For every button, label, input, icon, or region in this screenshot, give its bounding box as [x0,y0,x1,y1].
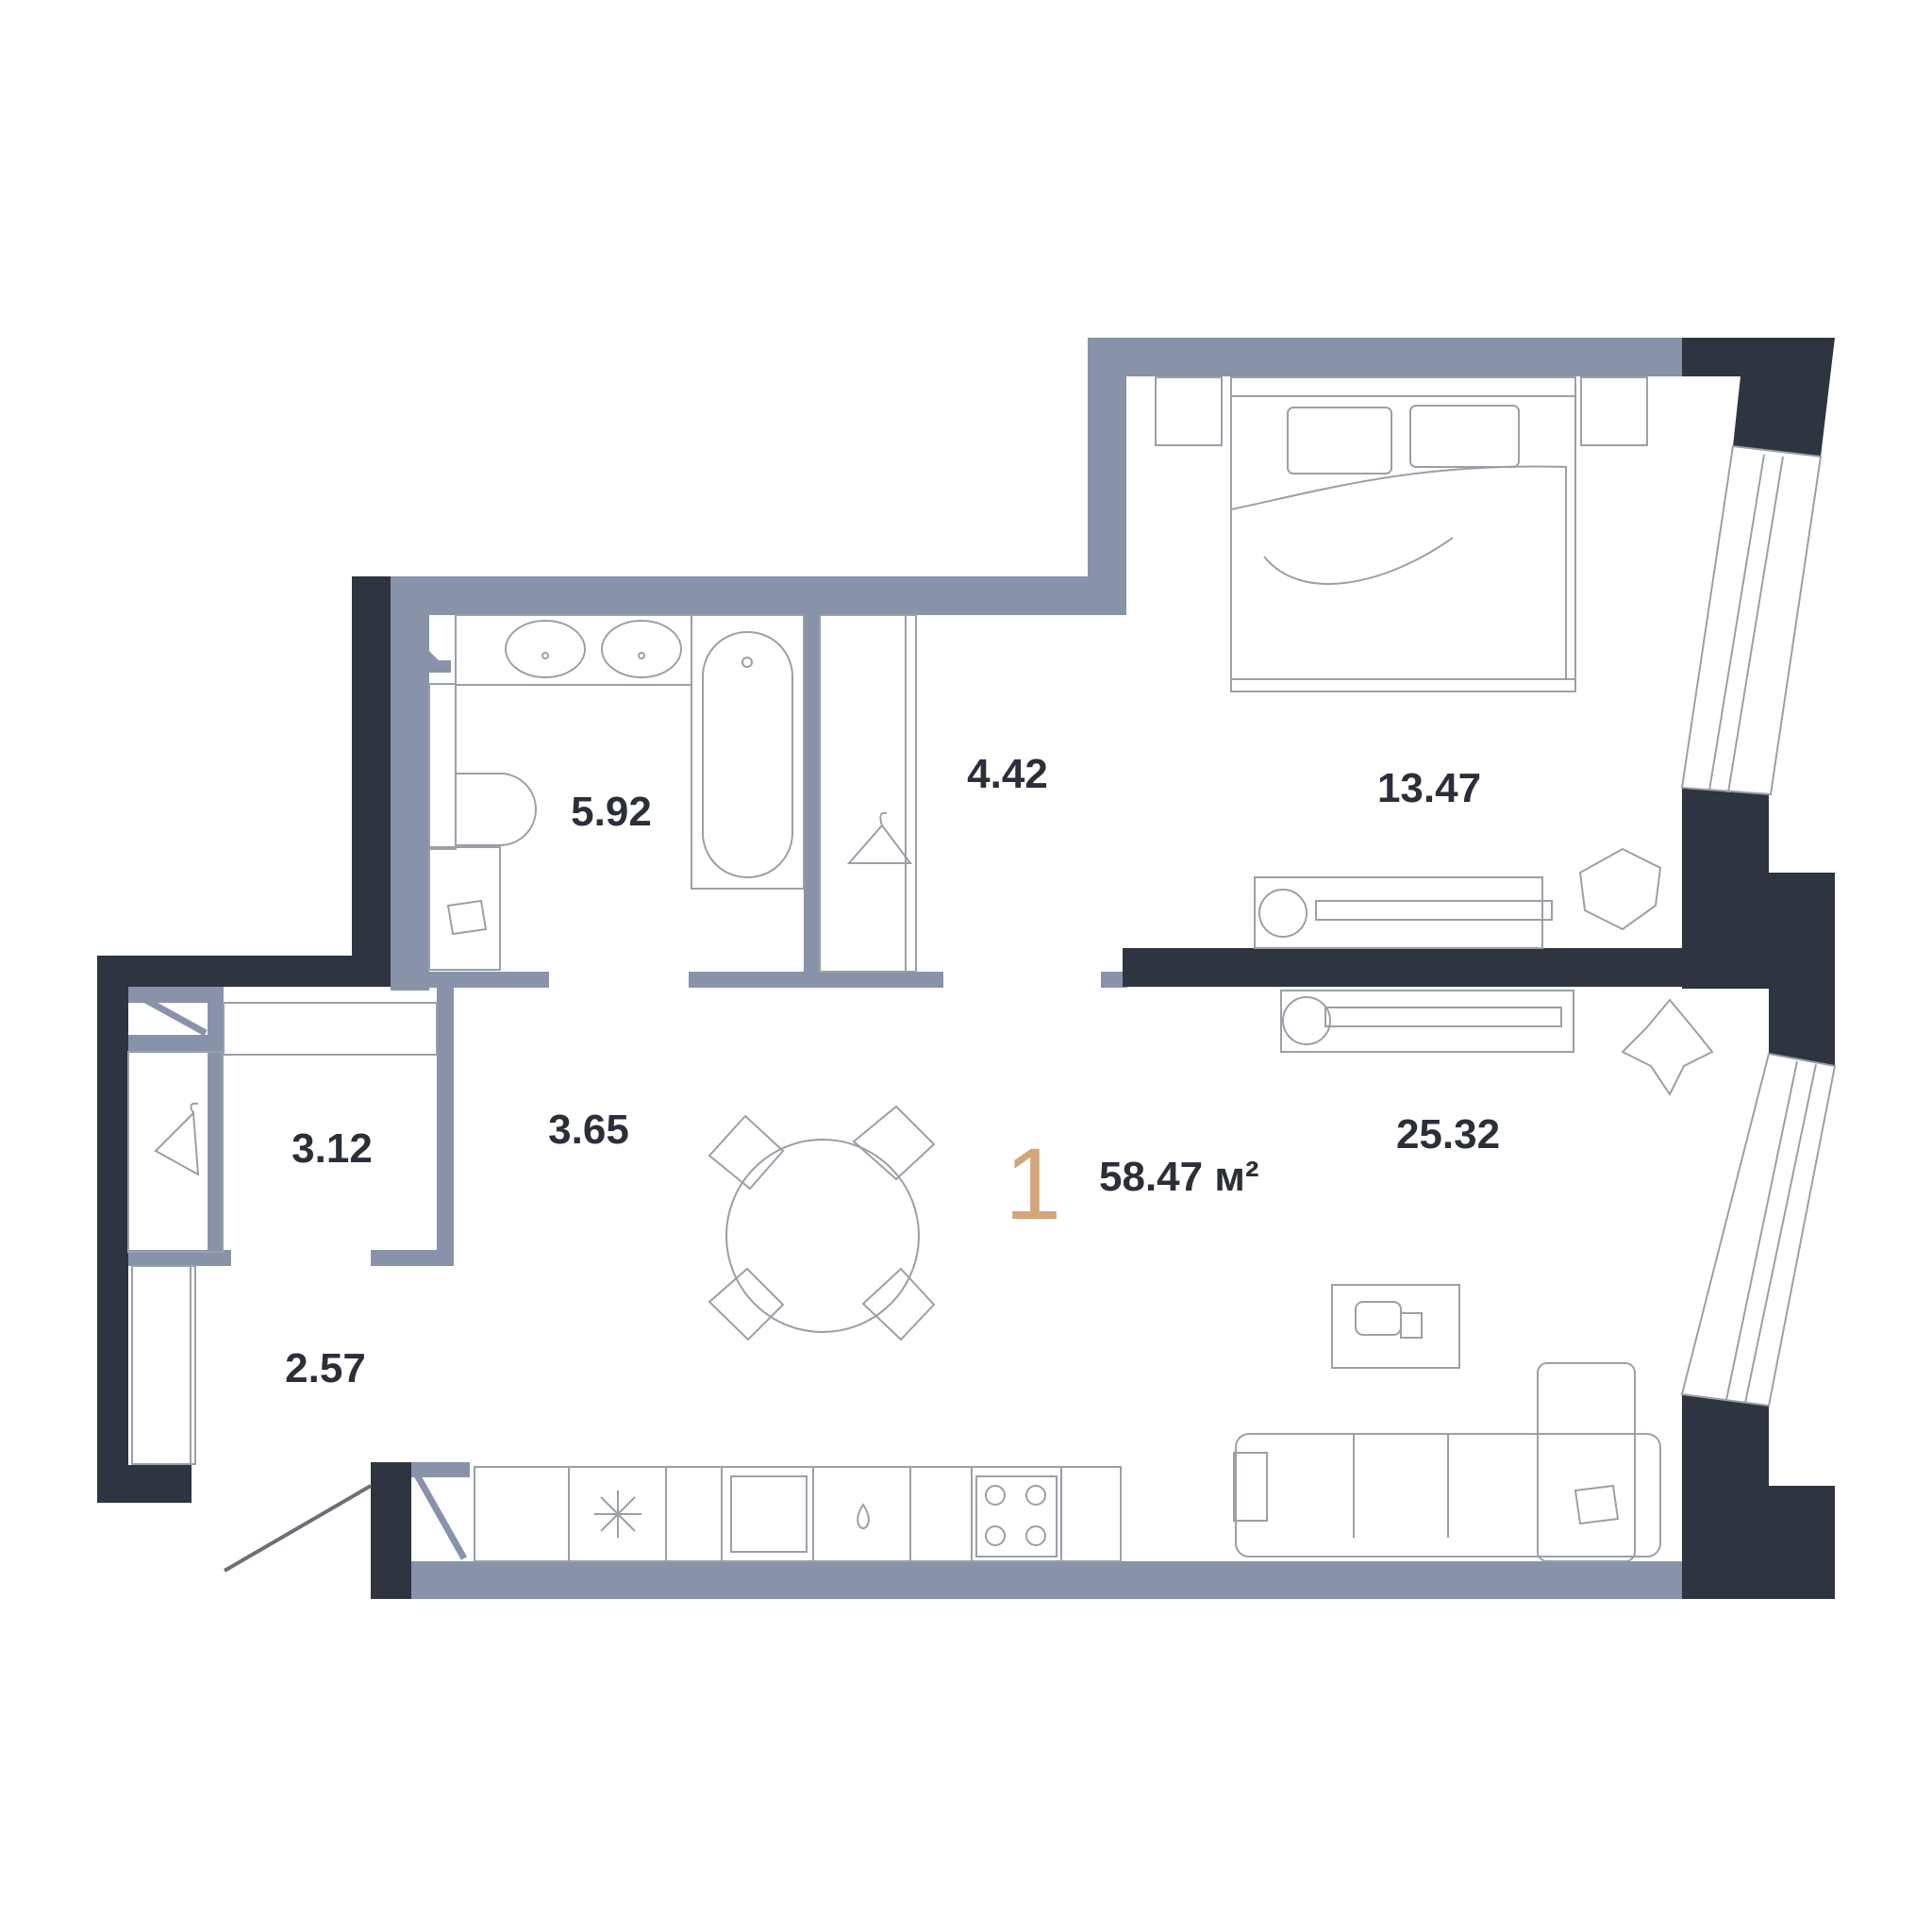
cooktop-icon [975,1475,1058,1557]
wall-hatches [130,618,468,1560]
faucet-icon [857,1503,870,1530]
plant-icon [1621,998,1714,1096]
hanger-icon [846,811,912,864]
bedroom-furniture [1155,376,1662,949]
sink-icon [730,1475,808,1553]
exterior-walls [97,338,1835,1599]
wardrobe-fixtures [127,614,917,1465]
rooms-count: 1 [1005,1126,1061,1241]
windows [1680,444,1837,1407]
living-furniture [1233,990,1714,1562]
area-label-living-kitchen: 25.32 [1396,1111,1500,1158]
entrance-door[interactable] [223,1484,373,1573]
bathroom-fixtures [428,614,805,971]
area-label-bathroom: 5.92 [571,789,652,835]
area-label-closet: 3.12 [291,1125,373,1172]
plant-icon [1258,889,1307,938]
snowflake-icon [594,1491,641,1538]
total-area: 58.47 м² [1099,1154,1259,1200]
kitchen-counter [474,1466,1122,1562]
area-label-wardrobe: 4.42 [967,751,1048,797]
room-labels: 5.92 4.42 13.47 3.12 3.65 2.57 25.32 [285,751,1500,1391]
plant-icon [1578,847,1662,931]
area-label-bedroom: 13.47 [1377,765,1481,811]
area-label-entrance: 2.57 [285,1345,366,1391]
interior-walls [127,338,1685,1599]
dining-table [708,1105,936,1341]
area-label-hall: 3.65 [548,1107,629,1153]
hanger-icon [154,1102,200,1176]
